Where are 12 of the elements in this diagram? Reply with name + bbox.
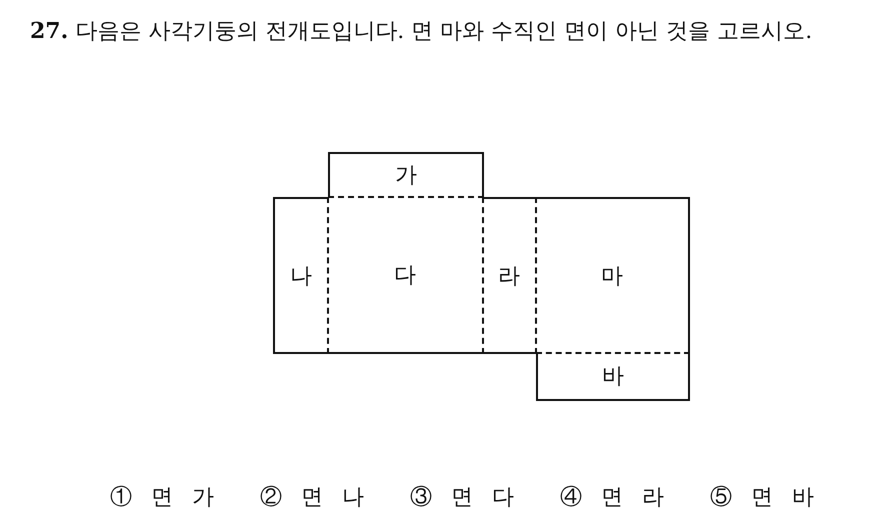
- answer-choice: ④ 면 라: [560, 484, 670, 512]
- net-face: 가: [328, 152, 484, 198]
- answer-choice: ② 면 나: [260, 484, 370, 512]
- net-face: 다: [328, 197, 484, 354]
- answer-choice: ⑤ 면 바: [710, 484, 820, 512]
- net-face: 나: [273, 197, 329, 354]
- answer-choice: ③ 면 다: [410, 484, 520, 512]
- net-face: 바: [536, 353, 690, 401]
- net-face: 마: [536, 197, 690, 354]
- answer-choice: ① 면 가: [110, 484, 220, 512]
- net-face: 라: [483, 197, 537, 354]
- question-text: 27. 다음은 사각기둥의 전개도입니다. 면 마와 수직인 면이 아닌 것을 고르시오.: [30, 17, 814, 46]
